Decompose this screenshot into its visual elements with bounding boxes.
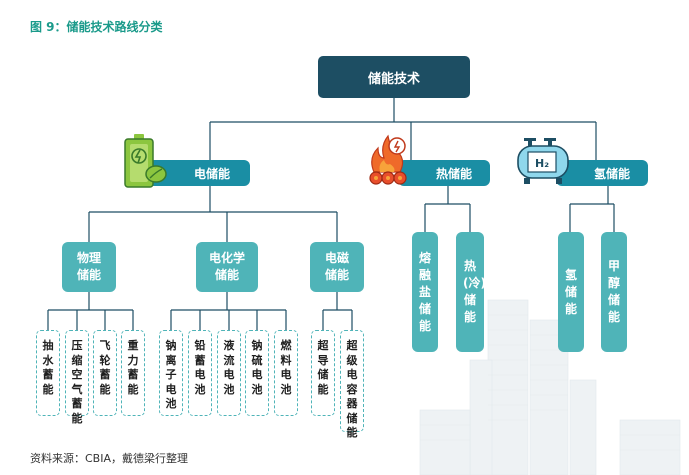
item-label: 液流电池 — [223, 339, 235, 396]
battery-leaf-icon — [124, 134, 167, 188]
item-label: 钠硫电池 — [251, 339, 263, 396]
item-label: 超级电容器储能 — [346, 339, 358, 439]
item-label: 飞轮蓄能 — [99, 339, 111, 396]
item-label: 压缩空气蓄能 — [71, 339, 83, 425]
item-superconducting-storage: 超导储能 — [311, 330, 335, 416]
subgroup-electrochemical-storage-label: 电化学储能 — [208, 251, 245, 282]
hydrogen-tank-icon: H₂ — [517, 138, 569, 184]
item-molten-salt-storage: 熔融盐储能 — [412, 232, 438, 352]
category-hydrogen-storage-label: 氢储能 — [593, 166, 630, 181]
hydrogen-tank-icon-text: H₂ — [535, 157, 549, 170]
item-methanol-storage: 甲醇储能 — [601, 232, 627, 352]
item-compressed-air-storage: 压缩空气蓄能 — [65, 330, 89, 425]
figure-title: 图 9：储能技术路线分类 — [30, 20, 163, 34]
item-pumped-storage: 抽水蓄能 — [36, 330, 60, 416]
item-label: 重力蓄能 — [127, 339, 139, 396]
fire-logs-icon — [369, 134, 407, 185]
figure-source: 资料来源：CBIA，戴德梁行整理 — [30, 452, 188, 465]
subgroup-physical-storage-label: 物理储能 — [76, 251, 101, 282]
subgroup-electromagnetic-storage-label: 电磁储能 — [324, 251, 349, 282]
category-thermal-storage-label: 热储能 — [435, 166, 472, 181]
subgroup-electromagnetic-storage: 电磁储能 — [310, 242, 364, 292]
subgroup-physical-storage: 物理储能 — [62, 242, 116, 292]
item-label: 甲醇储能 — [607, 259, 620, 324]
item-gravity-storage: 重力蓄能 — [121, 330, 145, 416]
item-heat-cold-storage: 热(冷)储能 — [456, 232, 486, 352]
item-flywheel-storage: 飞轮蓄能 — [93, 330, 117, 416]
item-label: 燃料电池 — [280, 339, 292, 396]
category-hydrogen-storage: 氢储能 — [556, 160, 648, 186]
root-node-label: 储能技术 — [367, 71, 420, 87]
item-label: 热(冷)储能 — [463, 259, 486, 324]
category-electric-storage-label: 电储能 — [193, 166, 230, 181]
item-hydrogen-storage: 氢储能 — [558, 232, 584, 352]
item-lead-acid-battery: 铅蓄电池 — [188, 330, 212, 416]
item-supercapacitor-storage: 超级电容器储能 — [340, 330, 364, 439]
item-label: 超导储能 — [317, 339, 329, 396]
item-sodium-ion-battery: 钠离子电池 — [159, 330, 183, 416]
category-thermal-storage: 热储能 — [398, 160, 490, 186]
item-fuel-cell: 燃料电池 — [274, 330, 298, 416]
item-label: 抽水蓄能 — [42, 339, 54, 396]
item-label: 熔融盐储能 — [418, 250, 431, 333]
item-flow-battery: 液流电池 — [217, 330, 241, 416]
item-label: 铅蓄电池 — [194, 339, 206, 396]
item-label: 钠离子电池 — [165, 339, 177, 410]
item-label: 氢储能 — [564, 267, 577, 316]
item-sodium-sulfur-battery: 钠硫电池 — [245, 330, 269, 416]
subgroup-electrochemical-storage: 电化学储能 — [196, 242, 258, 292]
root-node: 储能技术 — [318, 56, 470, 98]
